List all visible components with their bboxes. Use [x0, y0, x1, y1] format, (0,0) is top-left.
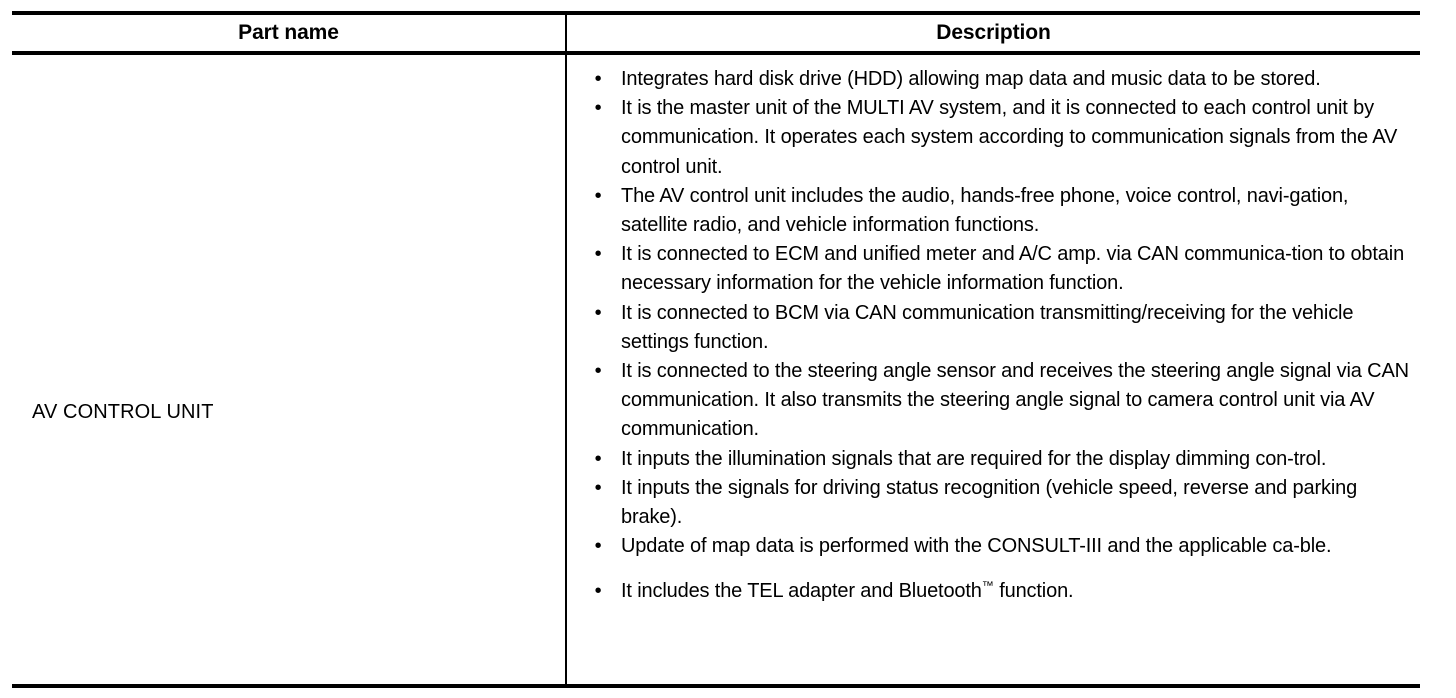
bullet-icon: •: [594, 476, 602, 499]
list-item-text: It inputs the signals for driving status…: [621, 476, 1358, 529]
list-item: • Integrates hard disk drive (HDD) allow…: [587, 65, 1410, 94]
list-item: • It is the master unit of the MULTI AV …: [587, 94, 1410, 182]
column-header-part-name-label: Part name: [238, 21, 339, 44]
part-name-value: AV CONTROL UNIT: [32, 401, 214, 423]
description-bullet-list: • Integrates hard disk drive (HDD) allow…: [587, 65, 1410, 607]
cell-part-name: AV CONTROL UNIT: [12, 53, 566, 688]
list-item-text: Update of map data is performed with the…: [621, 535, 1332, 558]
list-item: • It is connected to the steering angle …: [587, 357, 1410, 445]
list-item: • Update of map data is performed with t…: [587, 532, 1410, 561]
list-item: • It includes the TEL adapter and Blueto…: [587, 577, 1410, 606]
table-header: Part name Description: [12, 11, 1420, 55]
table-header-row: Part name Description: [12, 11, 1420, 55]
list-item-text-before-trademark: It includes the TEL adapter and Bluetoot…: [621, 580, 982, 603]
list-item-text: It is connected to ECM and unified meter…: [621, 243, 1405, 295]
description-content: • Integrates hard disk drive (HDD) allow…: [567, 55, 1420, 621]
part-description-table: Part name Description AV CONTROL UNIT •: [12, 11, 1420, 688]
list-item: • It inputs the signals for driving stat…: [587, 474, 1410, 532]
column-header-part-name: Part name: [12, 11, 566, 55]
bullet-icon: •: [594, 97, 602, 120]
list-item-text: It is connected to the steering angle se…: [621, 360, 1409, 441]
list-item-text: The AV control unit includes the audio, …: [621, 184, 1349, 237]
bullet-icon: •: [594, 68, 602, 90]
bullet-icon: •: [594, 360, 602, 383]
list-item-text: It includes the TEL adapter and Bluetoot…: [621, 578, 1074, 603]
list-item-text: It is connected to BCM via CAN communica…: [621, 301, 1354, 353]
bullet-icon: •: [594, 184, 602, 207]
list-item: • It is connected to BCM via CAN communi…: [587, 299, 1410, 357]
bullet-icon: •: [594, 535, 602, 558]
list-item: • It is connected to ECM and unified met…: [587, 240, 1410, 298]
cell-description: • Integrates hard disk drive (HDD) allow…: [565, 53, 1420, 688]
bullet-icon: •: [594, 301, 602, 324]
bullet-icon: •: [594, 447, 602, 470]
trademark-icon: ™: [981, 578, 994, 593]
bullet-icon: •: [594, 580, 602, 603]
list-item: • The AV control unit includes the audio…: [587, 182, 1410, 240]
column-header-description: Description: [565, 11, 1420, 55]
list-item: • It inputs the illumination signals tha…: [587, 445, 1410, 474]
list-item-text: It inputs the illumination signals that …: [621, 447, 1327, 470]
bullet-icon: •: [594, 243, 602, 266]
column-header-description-label: Description: [936, 21, 1051, 44]
table-row: AV CONTROL UNIT • Integrates hard disk d…: [12, 53, 1420, 688]
list-item-text: It is the master unit of the MULTI AV sy…: [621, 97, 1398, 178]
list-item-text-after-trademark: function.: [993, 580, 1074, 603]
table-body: AV CONTROL UNIT • Integrates hard disk d…: [12, 53, 1420, 688]
list-item-text: Integrates hard disk drive (HDD) allowin…: [621, 68, 1321, 90]
